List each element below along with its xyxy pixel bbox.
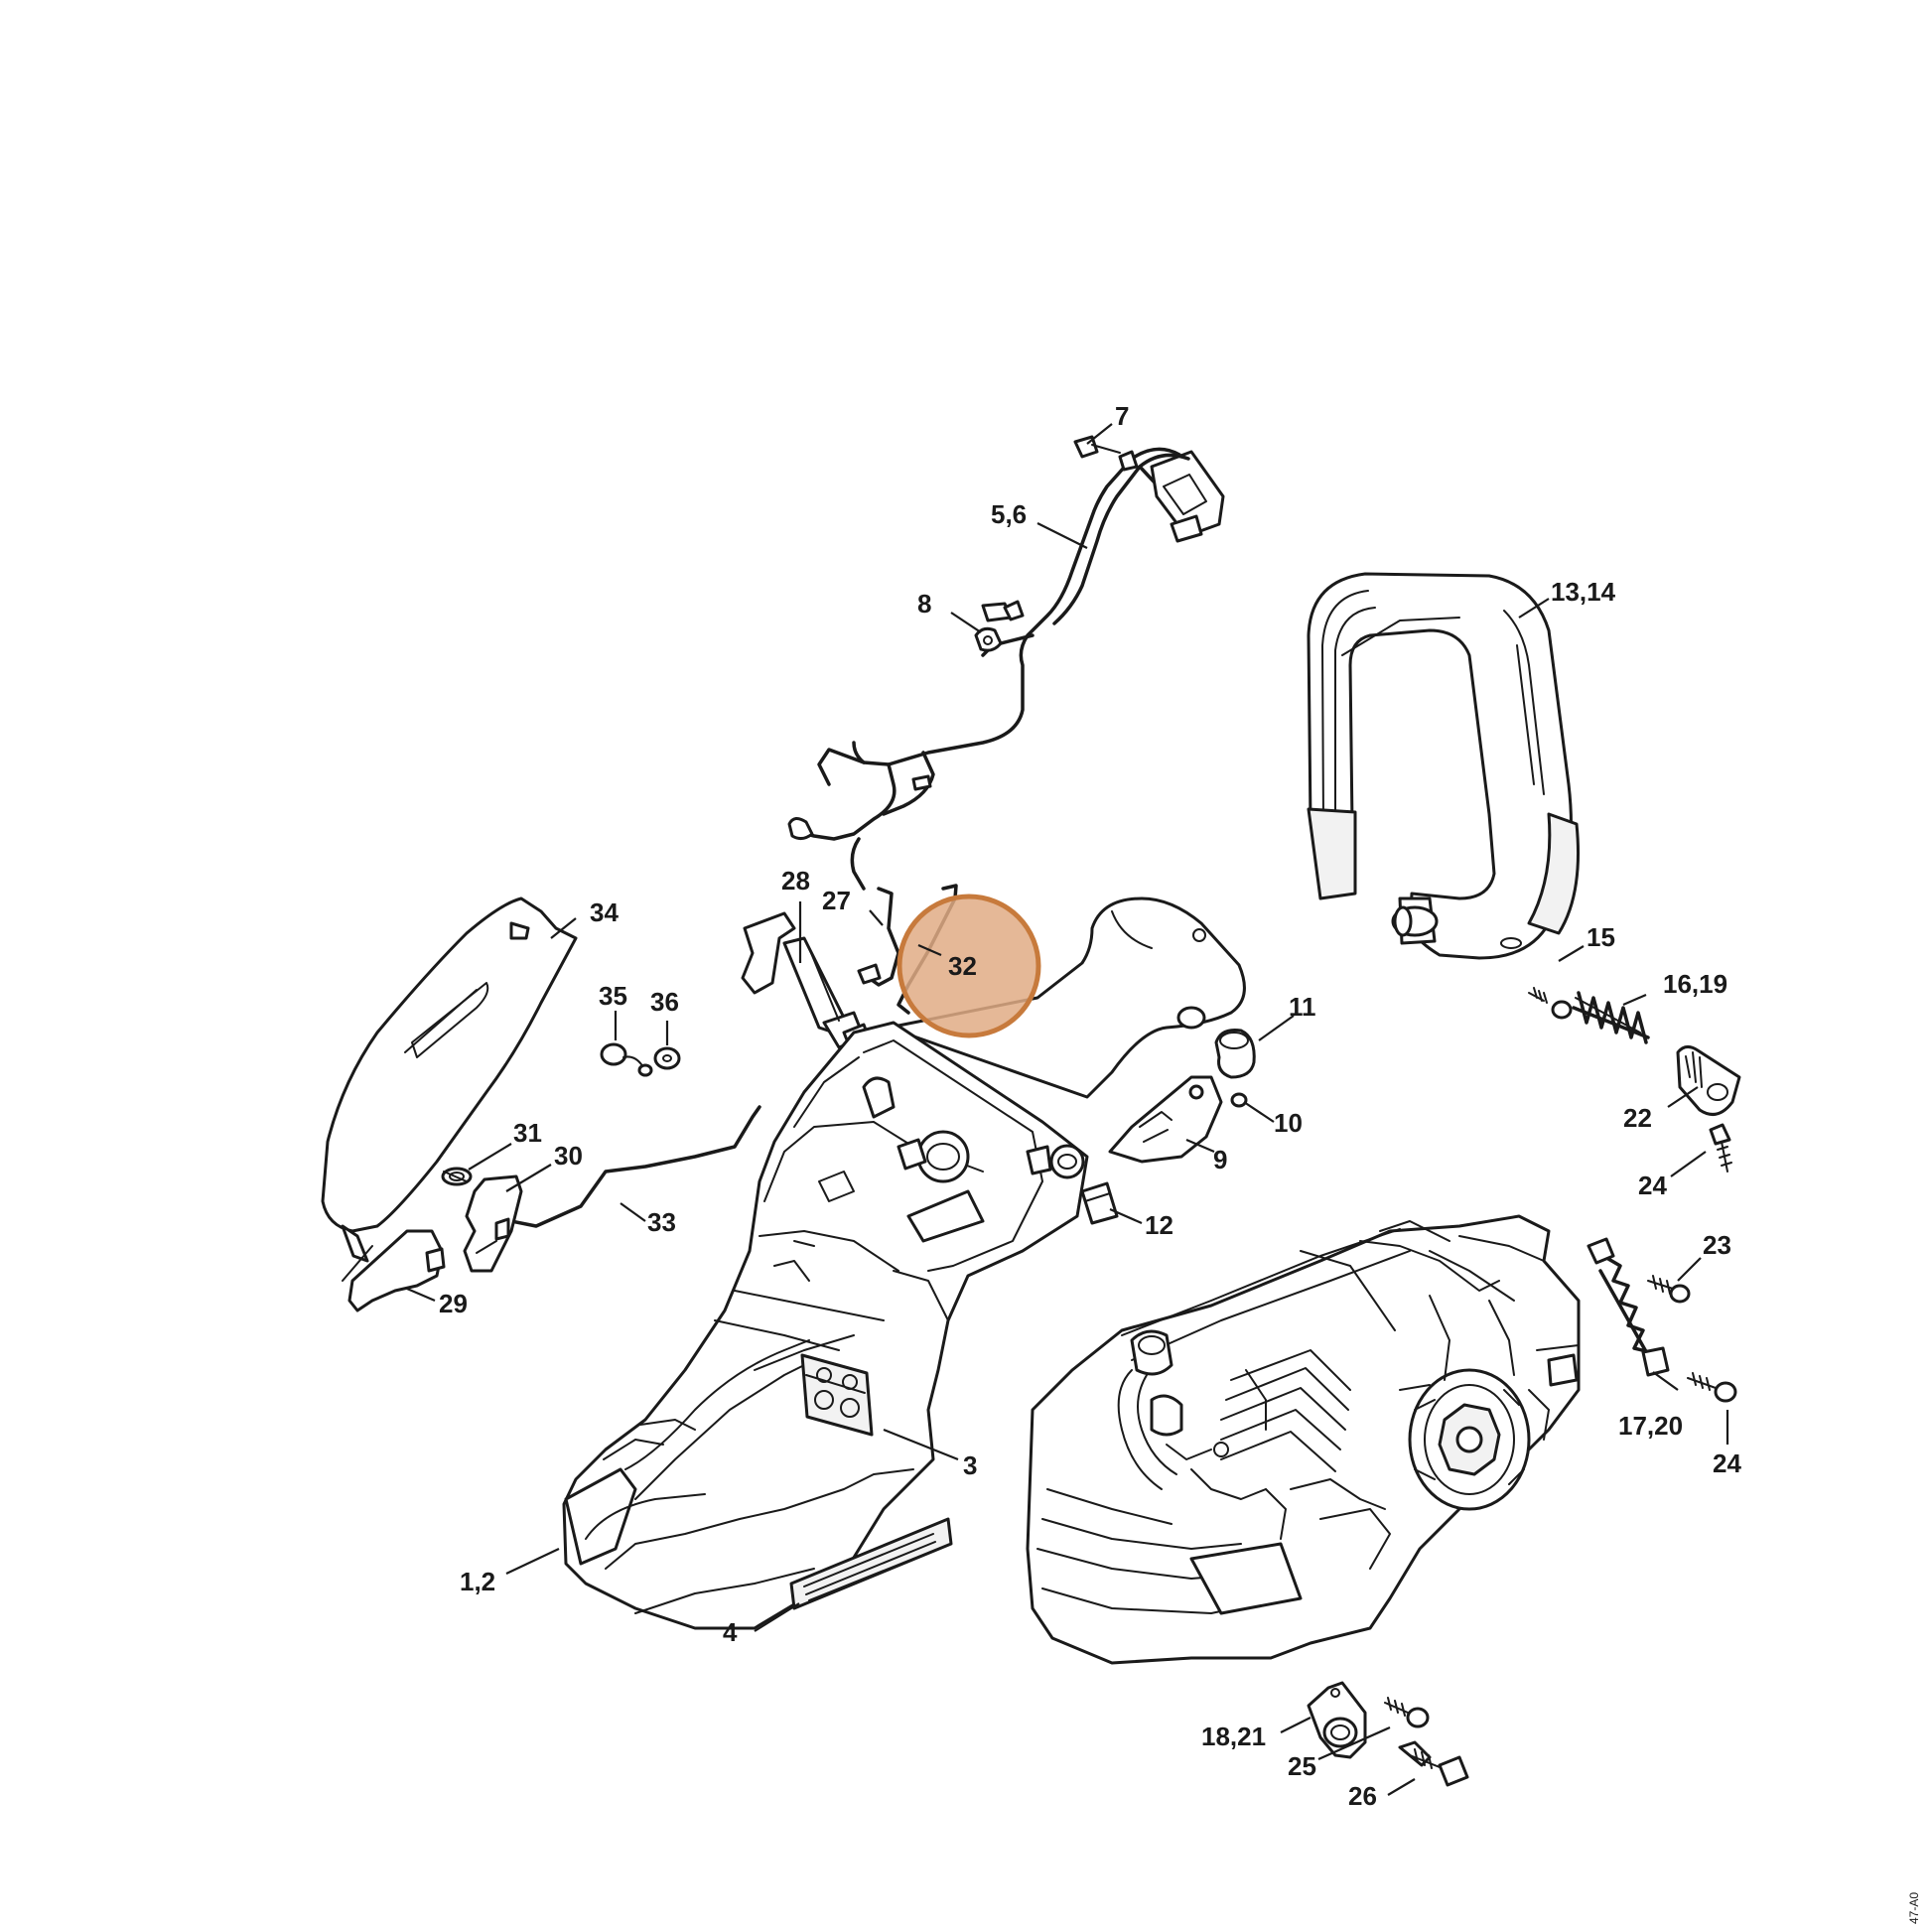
trigger-interlock-29 bbox=[342, 1229, 446, 1312]
callout-12[interactable]: 12 bbox=[1145, 1210, 1173, 1240]
callout-36[interactable]: 36 bbox=[650, 987, 679, 1017]
annular-buffer-22 bbox=[1676, 1045, 1741, 1116]
callout-26[interactable]: 26 bbox=[1348, 1781, 1377, 1811]
contact-spring-27 bbox=[857, 887, 900, 987]
callout-10[interactable]: 10 bbox=[1274, 1108, 1303, 1138]
highlight-marker[interactable] bbox=[897, 894, 1041, 1038]
handle-cover-34 bbox=[321, 897, 578, 1263]
buffer-12 bbox=[1080, 1181, 1119, 1225]
callout-34[interactable]: 34 bbox=[590, 897, 619, 927]
callout-31[interactable]: 31 bbox=[513, 1118, 542, 1148]
callout-9[interactable]: 9 bbox=[1213, 1145, 1227, 1174]
callout-22[interactable]: 22 bbox=[1623, 1103, 1652, 1133]
callout-7[interactable]: 7 bbox=[1115, 401, 1129, 431]
torsion-spring-31 bbox=[441, 1167, 473, 1186]
callout-30[interactable]: 30 bbox=[554, 1141, 583, 1171]
nut-8 bbox=[974, 626, 1003, 652]
screw-26 bbox=[1398, 1740, 1469, 1787]
throttle-rod-33 bbox=[499, 1105, 761, 1228]
callout-25[interactable]: 25 bbox=[1288, 1751, 1316, 1781]
screw-10 bbox=[1230, 1092, 1248, 1108]
screw-24-b bbox=[1687, 1372, 1737, 1403]
callout-4[interactable]: 4 bbox=[723, 1617, 738, 1647]
handlebar bbox=[1307, 572, 1580, 960]
screw-23 bbox=[1647, 1275, 1691, 1304]
throttle-trigger-30 bbox=[463, 1174, 523, 1273]
spring-16-19 bbox=[1572, 991, 1650, 1044]
callout-32[interactable]: 32 bbox=[948, 951, 977, 981]
callout-27[interactable]: 27 bbox=[822, 886, 851, 915]
callout-17-20[interactable]: 17,20 bbox=[1618, 1411, 1683, 1441]
callout-5-6[interactable]: 5,6 bbox=[991, 499, 1027, 529]
spring-washer-35 bbox=[600, 1042, 653, 1077]
callout-24-upper[interactable]: 24 bbox=[1638, 1171, 1667, 1200]
callout-23[interactable]: 23 bbox=[1703, 1230, 1731, 1260]
rear-handle-housing bbox=[562, 897, 1246, 1630]
callout-labels: 7 5,6 8 13,14 28 27 32 34 35 36 11 15 16… bbox=[439, 401, 1741, 1811]
callout-1-2[interactable]: 1,2 bbox=[460, 1567, 495, 1596]
plug-11 bbox=[1214, 1029, 1256, 1079]
figure-reference-code: 47-A0 bbox=[1907, 1892, 1921, 1924]
callout-11[interactable]: 11 bbox=[1289, 992, 1316, 1022]
screw-25 bbox=[1384, 1697, 1430, 1728]
heat-shield-9 bbox=[1108, 1075, 1223, 1164]
nut-36 bbox=[653, 1046, 681, 1070]
callout-33[interactable]: 33 bbox=[647, 1207, 676, 1237]
av-spring-17-20 bbox=[1587, 1237, 1670, 1377]
callout-16-19[interactable]: 16,19 bbox=[1663, 969, 1727, 999]
callout-28[interactable]: 28 bbox=[781, 866, 810, 896]
bearing-18-21 bbox=[1307, 1681, 1367, 1759]
screw-7 bbox=[1073, 435, 1139, 472]
callout-35[interactable]: 35 bbox=[599, 981, 627, 1011]
leader-lines bbox=[406, 423, 1729, 1796]
label-plate-4 bbox=[789, 1517, 953, 1610]
callout-15[interactable]: 15 bbox=[1587, 922, 1615, 952]
callout-3[interactable]: 3 bbox=[963, 1450, 977, 1480]
callout-24-lower[interactable]: 24 bbox=[1713, 1449, 1741, 1478]
callout-18-21[interactable]: 18,21 bbox=[1201, 1722, 1266, 1751]
screw-15 bbox=[1528, 987, 1573, 1020]
callout-13-14[interactable]: 13,14 bbox=[1551, 577, 1616, 607]
screw-24-a bbox=[1709, 1123, 1732, 1173]
callout-8[interactable]: 8 bbox=[917, 589, 931, 619]
powerhead bbox=[1026, 1214, 1581, 1665]
callout-29[interactable]: 29 bbox=[439, 1289, 468, 1318]
